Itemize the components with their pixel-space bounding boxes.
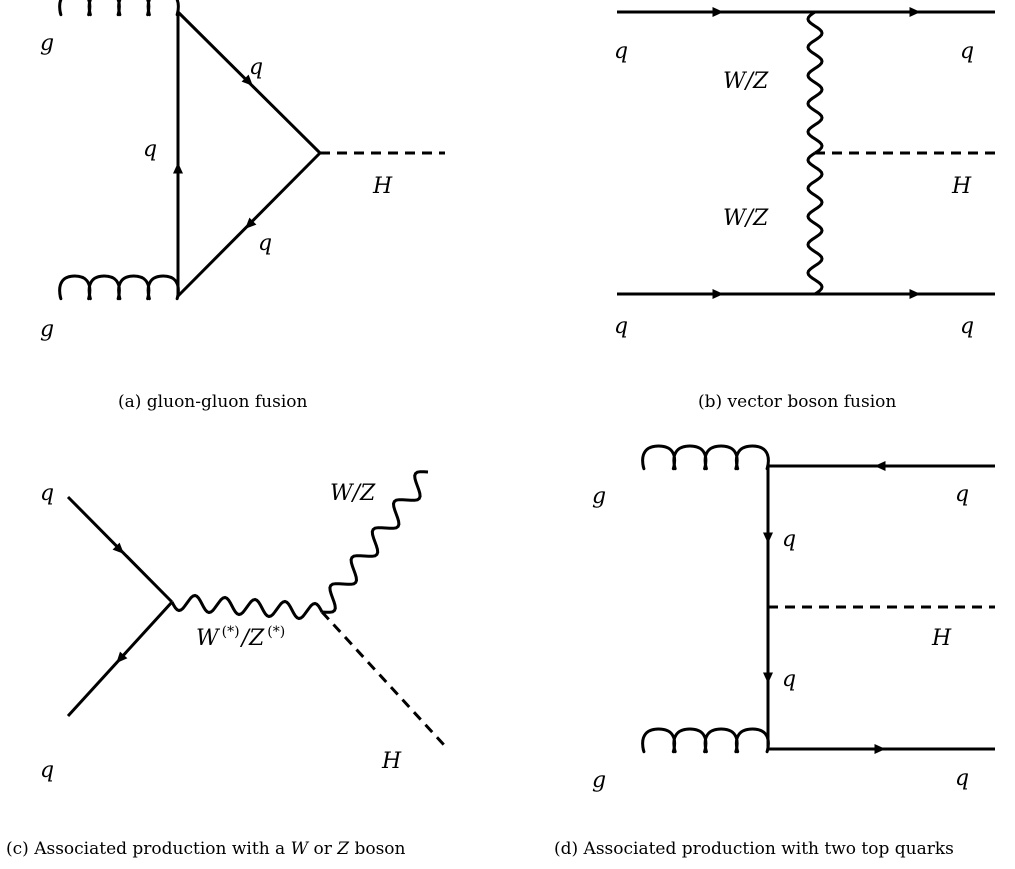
- caption-c-part-3: or: [308, 839, 337, 859]
- label-higgs: H: [381, 749, 402, 774]
- caption-c-part-5: boson: [349, 839, 405, 859]
- boson-line-upper: [806, 10, 824, 155]
- arrow-out-bottom: [874, 744, 886, 754]
- label-q-left: q: [143, 137, 157, 162]
- label-g-top: g: [592, 484, 606, 509]
- boson-outgoing-line: [321, 470, 429, 614]
- caption-c-part-2: W: [291, 839, 310, 859]
- label-boson-out: W/Z: [330, 481, 376, 506]
- caption-c-part-4: Z: [336, 839, 350, 859]
- label-q-out-top: q: [960, 39, 974, 64]
- arrow-left: [173, 162, 183, 174]
- label-propagator-z: Z: [248, 626, 265, 651]
- label-q-upper: q: [782, 527, 796, 552]
- higgs-line: [320, 610, 447, 748]
- gluon-line-top: [641, 444, 770, 470]
- label-q-in-top: q: [40, 481, 54, 506]
- label-propagator-w-star: (*): [222, 624, 240, 640]
- label-boson-lower: W/Z: [723, 206, 769, 231]
- caption-b: (b) vector boson fusion: [698, 392, 896, 412]
- label-propagator-z-star: (*): [267, 624, 285, 640]
- label-q-in-top: q: [614, 39, 628, 64]
- diagram-b: q q q q W/Z W/Z H (b) vector boson fusio…: [614, 7, 995, 412]
- label-g-bottom: g: [40, 317, 54, 342]
- arrow-upper: [241, 74, 253, 86]
- gluon-line-bottom: [641, 727, 770, 753]
- label-q-out-bottom: q: [955, 766, 969, 791]
- label-higgs: H: [372, 174, 393, 199]
- label-g-top: g: [40, 31, 54, 56]
- label-g-bottom: g: [592, 768, 606, 793]
- diagram-d: g g q q q H q (d) Associated production …: [554, 444, 995, 859]
- arrow-lower: [763, 672, 773, 684]
- label-q-out-bottom: q: [960, 314, 974, 339]
- label-q-out-top: q: [955, 482, 969, 507]
- boson-propagator-line: [170, 593, 324, 621]
- caption-c: (c) Associated production with a W or Z …: [6, 839, 406, 859]
- label-propagator-w: W: [196, 626, 221, 651]
- label-q-in-bottom: q: [40, 758, 54, 783]
- label-higgs: H: [951, 174, 972, 199]
- arrow-in-bottom: [712, 289, 724, 299]
- label-q-in-bottom: q: [614, 314, 628, 339]
- arrow-in-top: [712, 7, 724, 17]
- label-q-lower: q: [258, 231, 272, 256]
- label-q-lower: q: [782, 667, 796, 692]
- label-boson-upper: W/Z: [723, 69, 769, 94]
- diagram-c: q q W/Z W(*)/Z(*) H (c) Associated produ…: [6, 470, 447, 859]
- caption-a: (a) gluon-gluon fusion: [118, 392, 307, 412]
- caption-d: (d) Associated production with two top q…: [554, 839, 954, 859]
- label-higgs: H: [931, 626, 952, 651]
- label-propagator: W(*)/Z(*): [196, 624, 285, 651]
- caption-c-part-1: (c) Associated production with a: [6, 839, 291, 859]
- gluon-line-top: [58, 0, 180, 16]
- arrow-out-top: [909, 7, 921, 17]
- boson-line-lower: [806, 151, 824, 296]
- arrow-in-bottom: [116, 651, 128, 664]
- arrow-lower: [245, 217, 257, 229]
- arrow-out-bottom: [909, 289, 921, 299]
- arrow-upper: [763, 532, 773, 544]
- gluon-line-bottom: [58, 274, 180, 300]
- diagram-a: g g q q q H (a) gluon-gluon fusion: [40, 0, 445, 412]
- label-q-upper: q: [249, 55, 263, 80]
- arrow-out-top: [874, 461, 886, 471]
- arrow-in-top: [112, 542, 124, 554]
- label-propagator-slash: /: [240, 626, 252, 651]
